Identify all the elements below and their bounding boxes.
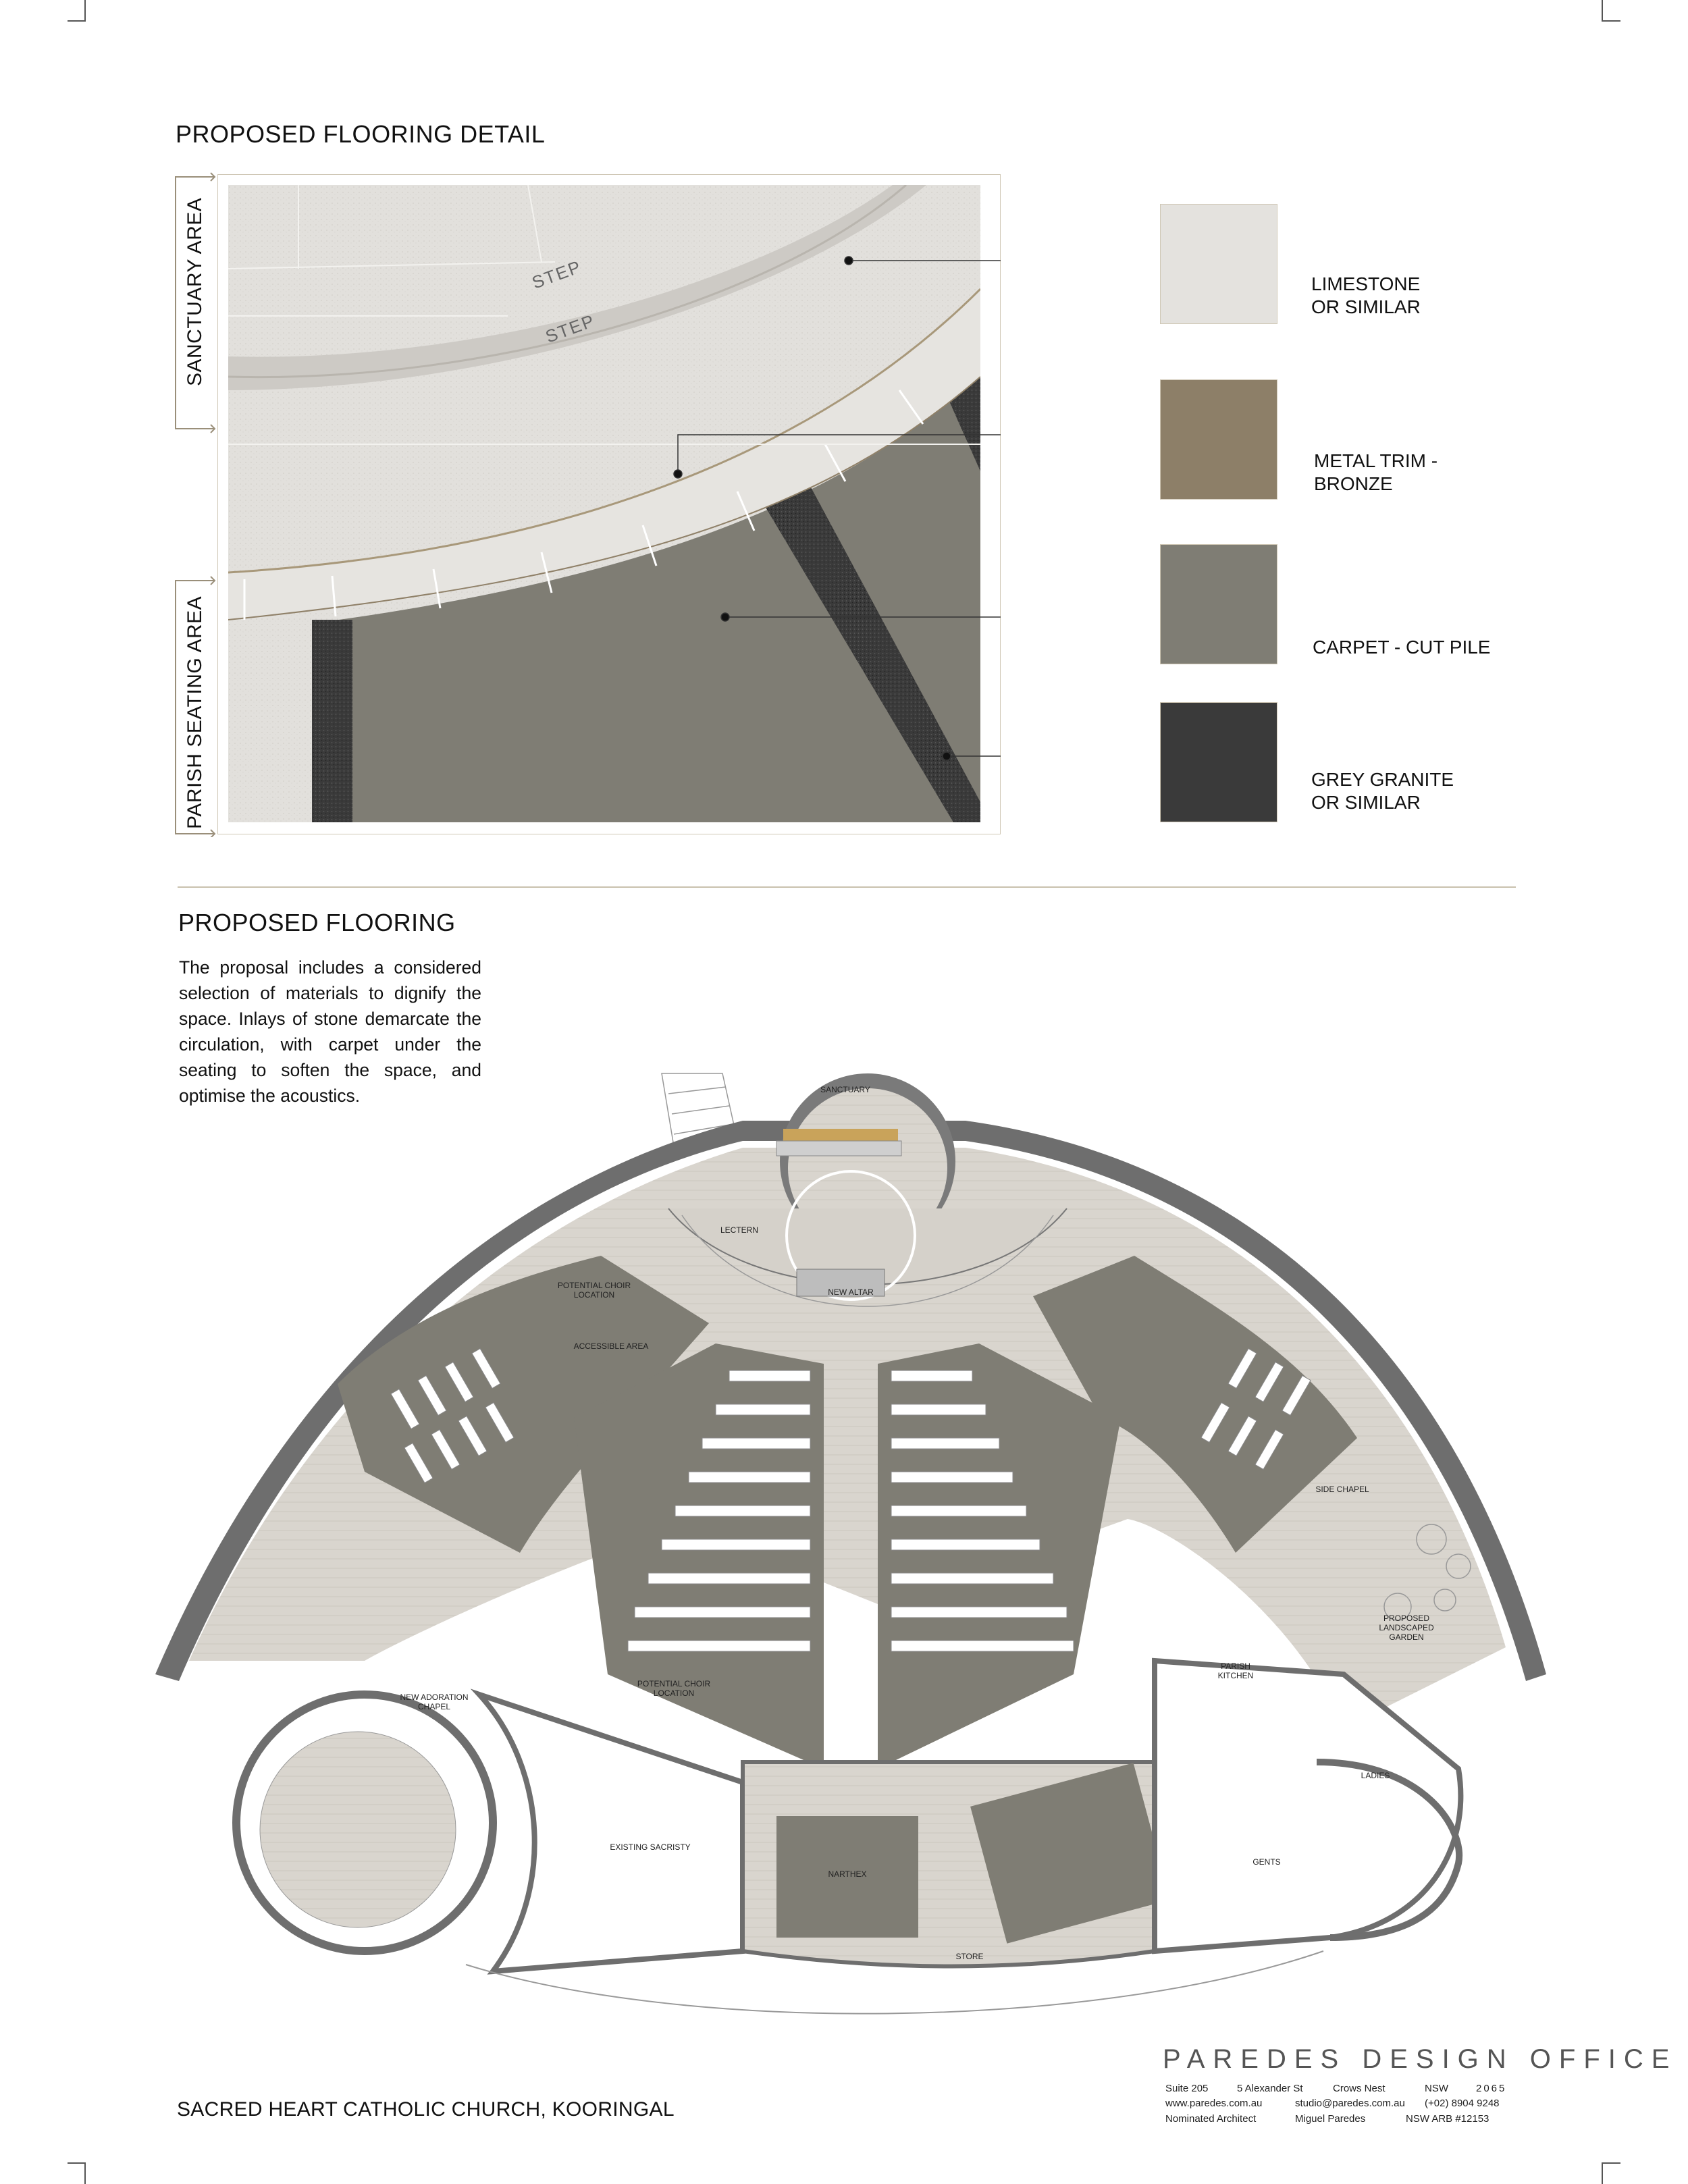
crop-mark — [84, 0, 86, 22]
crop-mark — [68, 20, 86, 22]
legend-line: BRONZE — [1314, 473, 1393, 494]
section-divider — [178, 886, 1516, 888]
footer-state: NSW — [1425, 2083, 1448, 2094]
legend-line: OR SIMILAR — [1311, 792, 1421, 813]
plan-label-narthex: NARTHEX — [828, 1869, 866, 1879]
plan-label-adoration-1: NEW ADORATION — [400, 1693, 468, 1702]
church-floor-plan: SANCTUARY LECTERN NEW ALTAR POTENTIAL CH… — [155, 1073, 1546, 2015]
footer-website[interactable]: www.paredes.com.au — [1165, 2098, 1263, 2109]
legend-swatch-granite — [1160, 702, 1277, 822]
plan-label-accessible: ACCESSIBLE AREA — [574, 1341, 649, 1351]
plan-label-lectern: LECTERN — [720, 1225, 758, 1235]
plan-label-choir-bottom-1: POTENTIAL CHOIR — [637, 1679, 711, 1688]
legend-label-limestone: LIMESTONE OR SIMILAR — [1311, 273, 1421, 319]
plan-label-choir-top-2: LOCATION — [574, 1290, 614, 1300]
legend-swatch-bronze — [1160, 379, 1277, 500]
plan-label-choir-top-1: POTENTIAL CHOIR — [558, 1281, 631, 1290]
legend-swatch-carpet — [1160, 544, 1277, 664]
plan-label-ladies: LADIES — [1361, 1771, 1390, 1780]
detail-title: PROPOSED FLOORING DETAIL — [176, 120, 546, 148]
flooring-title: PROPOSED FLOORING — [178, 909, 456, 936]
plan-label-sanctuary: SANCTUARY — [820, 1085, 870, 1094]
footer-postcode: 2065 — [1476, 2083, 1507, 2094]
footer-architect-label: Nominated Architect — [1165, 2113, 1257, 2125]
legend-line: METAL TRIM - — [1314, 450, 1438, 471]
plan-label-store: STORE — [955, 1952, 983, 1961]
footer-suburb: Crows Nest — [1333, 2083, 1386, 2094]
legend-label-granite: GREY GRANITE OR SIMILAR — [1311, 768, 1454, 814]
side-brackets — [175, 172, 216, 837]
flooring-detail-drawing: STEP STEP — [217, 174, 1001, 834]
footer-email[interactable]: studio@paredes.com.au — [1295, 2098, 1405, 2109]
legend-line: CARPET - CUT PILE — [1313, 637, 1491, 658]
crop-mark — [1602, 2162, 1620, 2164]
plan-label-sacristy: EXISTING SACRISTY — [610, 1842, 690, 1852]
legend-line: LIMESTONE — [1311, 273, 1421, 294]
plan-label-garden-3: GARDEN — [1389, 1632, 1423, 1642]
legend-line: OR SIMILAR — [1311, 296, 1421, 317]
plan-label-adoration-2: CHAPEL — [418, 1702, 450, 1711]
footer-architect-name: Miguel Paredes — [1295, 2113, 1366, 2125]
flooring-description: The proposal includes a considered selec… — [179, 957, 481, 1106]
crop-mark — [1602, 0, 1603, 22]
plan-label-kitchen-2: KITCHEN — [1218, 1671, 1254, 1680]
crop-mark — [84, 2162, 86, 2184]
crop-mark — [1602, 2162, 1603, 2184]
plan-label-gents: GENTS — [1252, 1857, 1280, 1867]
plan-label-kitchen-1: PARISH — [1221, 1661, 1250, 1671]
project-title: SACRED HEART CATHOLIC CHURCH, KOORINGAL — [177, 2098, 675, 2121]
footer-phone: (+02) 8904 9248 — [1425, 2098, 1500, 2109]
legend-label-bronze: METAL TRIM - BRONZE — [1314, 450, 1438, 496]
crop-mark — [1602, 20, 1620, 22]
plan-label-side-chapel: SIDE CHAPEL — [1315, 1485, 1369, 1494]
parish-seating-area-label: PARISH SEATING AREA — [184, 595, 206, 829]
plan-label-new-altar: NEW ALTAR — [828, 1287, 874, 1297]
footer-street: 5 Alexander St — [1237, 2083, 1303, 2094]
footer-arb: NSW ARB #12153 — [1406, 2113, 1489, 2125]
legend-line: GREY GRANITE — [1311, 769, 1454, 790]
legend-swatch-limestone — [1160, 204, 1277, 324]
brand-name: PAREDES DESIGN OFFICE — [1163, 2044, 1678, 2074]
crop-mark — [68, 2162, 86, 2164]
footer-suite: Suite 205 — [1165, 2083, 1209, 2094]
legend-label-carpet: CARPET - CUT PILE — [1313, 636, 1490, 659]
sanctuary-area-label: SANCTUARY AREA — [184, 197, 206, 386]
plan-label-garden-1: PROPOSED — [1383, 1614, 1429, 1623]
plan-label-choir-bottom-2: LOCATION — [654, 1688, 694, 1698]
plan-label-garden-2: LANDSCAPED — [1379, 1623, 1434, 1632]
